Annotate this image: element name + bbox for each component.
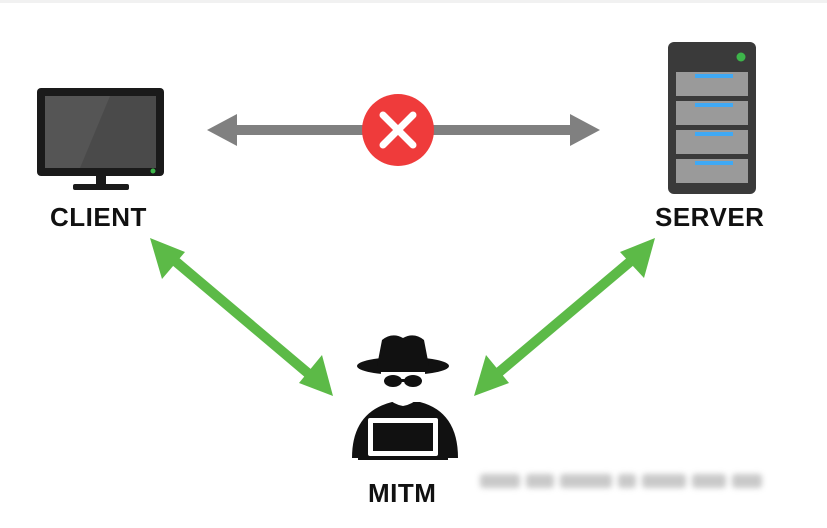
computer-monitor-icon [37,88,164,190]
blocked-arrow-head-left [207,114,237,146]
hacker-with-laptop-icon [352,335,458,460]
client-mitm-arrow-head-top [150,238,185,279]
blocked-arrow-head-right [570,114,600,146]
server-label: SERVER [655,202,765,232]
server-mitm-arrow-head-bottom [474,355,509,396]
server-mitm-arrow-head-top [620,238,655,278]
server-rack-icon [668,42,756,194]
blurred-watermark [480,466,780,496]
mitm-label: MITM [368,478,437,508]
client-label: CLIENT [50,202,147,232]
top-divider [0,0,827,3]
red-x-circle-icon [362,94,434,166]
server-mitm-arrow [474,238,655,396]
client-mitm-arrow [150,238,333,396]
client-mitm-arrow-head-bottom [299,355,333,396]
